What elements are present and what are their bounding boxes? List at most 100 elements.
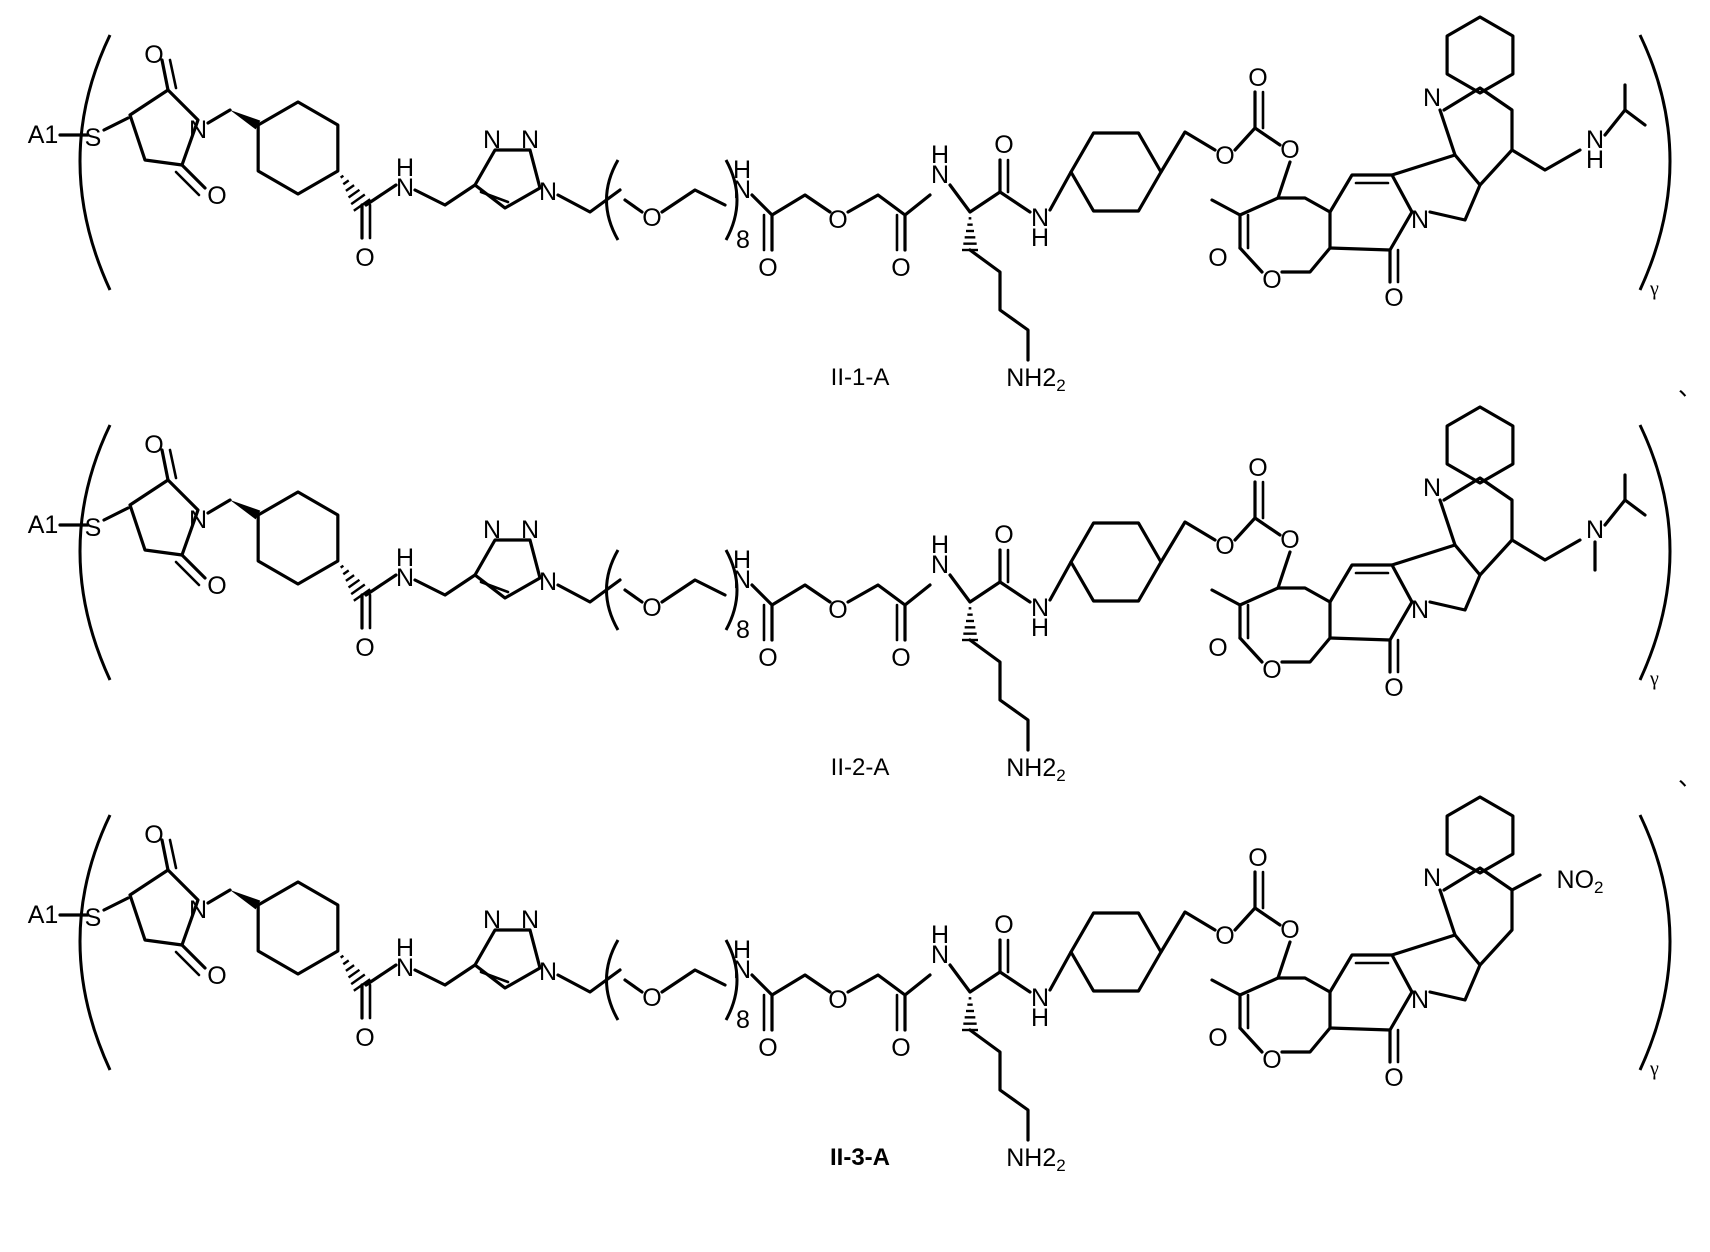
bond	[772, 585, 830, 605]
quinoline-benzene	[1447, 797, 1513, 873]
hydrogen-atom: H	[931, 141, 949, 169]
isopropyl	[1605, 85, 1625, 135]
bond	[1255, 908, 1280, 925]
hash-line	[351, 585, 365, 595]
oxygen-atom: O	[207, 572, 226, 600]
left-bracket	[80, 35, 110, 290]
nitrogen-atom: N	[1423, 84, 1441, 112]
benzene-ring	[1071, 133, 1161, 211]
hash-line	[349, 970, 360, 978]
oxygen-atom: O	[642, 204, 661, 232]
bond	[1240, 248, 1262, 272]
nitrogen-atom: N	[733, 956, 751, 984]
hashed-bond	[962, 218, 978, 250]
ethyl	[1212, 590, 1240, 605]
bond	[950, 575, 1000, 602]
oxygen-atom: O	[994, 911, 1013, 939]
hash-line	[349, 580, 360, 588]
peg-chain	[662, 580, 725, 602]
oxygen-atom: O	[1280, 136, 1299, 164]
bond	[1235, 92, 1255, 150]
bond	[625, 980, 642, 992]
lysine-side-chain	[970, 640, 1028, 750]
bond	[772, 975, 830, 995]
oxygen-atom: O	[1248, 64, 1267, 92]
sulfur-atom: S	[85, 904, 102, 932]
quinoline-ring	[1444, 88, 1512, 185]
oxygen-atom: O	[891, 1034, 910, 1062]
oxygen-atom: O	[1248, 844, 1267, 872]
bond	[1235, 872, 1255, 930]
bond	[1440, 500, 1455, 545]
separator: 、	[1678, 764, 1702, 791]
quinoline-benzene	[1447, 407, 1513, 483]
oxygen-atom: O	[828, 596, 847, 624]
oxygen-atom: O	[355, 634, 374, 662]
bond	[1000, 582, 1030, 602]
hashed-bond	[962, 608, 978, 640]
bond	[752, 195, 772, 250]
bond	[415, 185, 475, 205]
oxygen-atom: O	[642, 984, 661, 1012]
hash-line	[341, 566, 344, 568]
hash-line	[341, 956, 344, 958]
nitrogen-atom: N	[521, 906, 539, 934]
wedge-bond	[230, 500, 260, 519]
hash-line	[351, 975, 365, 985]
nitrogen-atom: N	[1586, 516, 1604, 544]
left-bracket	[80, 815, 110, 1070]
pyridone-ring	[1330, 955, 1412, 1030]
oxygen-atom: O	[207, 962, 226, 990]
bond	[950, 185, 1000, 212]
nitrogen-atom: N	[733, 176, 751, 204]
bond	[1278, 552, 1290, 588]
subscript: 2	[1056, 376, 1065, 395]
oxygen-atom: O	[1262, 656, 1281, 684]
molecule-ii-2-a: γA1SOONOHNNNNO8HNOOONHNH22ONHOOOOOONNNII…	[28, 407, 1702, 791]
right-bracket	[1640, 35, 1670, 290]
bond	[1161, 522, 1215, 562]
pyrrole-ring	[1392, 935, 1480, 1000]
oxygen-atom: O	[355, 244, 374, 272]
peg-repeat-count: 8	[736, 616, 750, 644]
bond	[415, 965, 475, 985]
oxygen-atom: O	[828, 986, 847, 1014]
separator: 、	[1678, 374, 1702, 401]
nitrogen-atom: N	[1423, 864, 1441, 892]
bond	[950, 965, 1000, 992]
nitrogen-atom: N	[521, 516, 539, 544]
oxygen-atom: O	[1384, 284, 1403, 312]
subscript: 2	[1056, 1156, 1065, 1175]
antibody-label: A1	[28, 121, 59, 149]
benzene-ring	[1071, 913, 1161, 991]
bond	[1235, 482, 1255, 540]
bond	[1440, 890, 1455, 935]
oxygen-atom: O	[1384, 674, 1403, 702]
bond	[752, 585, 772, 640]
lysine-side-chain	[970, 250, 1028, 360]
nitrogen-atom: N	[396, 174, 414, 202]
oxygen-atom: O	[1208, 1024, 1227, 1052]
carbonyl-bond-bottom-2	[176, 172, 199, 195]
isopropyl	[1605, 475, 1625, 525]
oxygen-atom: O	[1208, 634, 1227, 662]
hydrogen-atom: H	[931, 921, 949, 949]
right-bracket	[1640, 815, 1670, 1070]
bond-s-c	[104, 898, 128, 910]
succinimide-ring	[130, 870, 198, 945]
subscript: 2	[1056, 766, 1065, 785]
lactone-ring	[1278, 588, 1330, 662]
oxygen-atom: O	[994, 521, 1013, 549]
left-bracket	[80, 425, 110, 680]
bond	[752, 975, 772, 1030]
terminal-amine: NH22	[1006, 1144, 1065, 1175]
bond	[1000, 192, 1030, 212]
compound-label: II-2-A	[831, 754, 890, 781]
oxygen-atom: O	[1215, 142, 1234, 170]
oxygen-atom: O	[758, 644, 777, 672]
peg-chain	[558, 970, 620, 992]
bond	[1050, 952, 1071, 990]
hydrogen-atom: H	[1031, 1004, 1049, 1032]
hydrogen-atom: H	[1586, 146, 1604, 174]
